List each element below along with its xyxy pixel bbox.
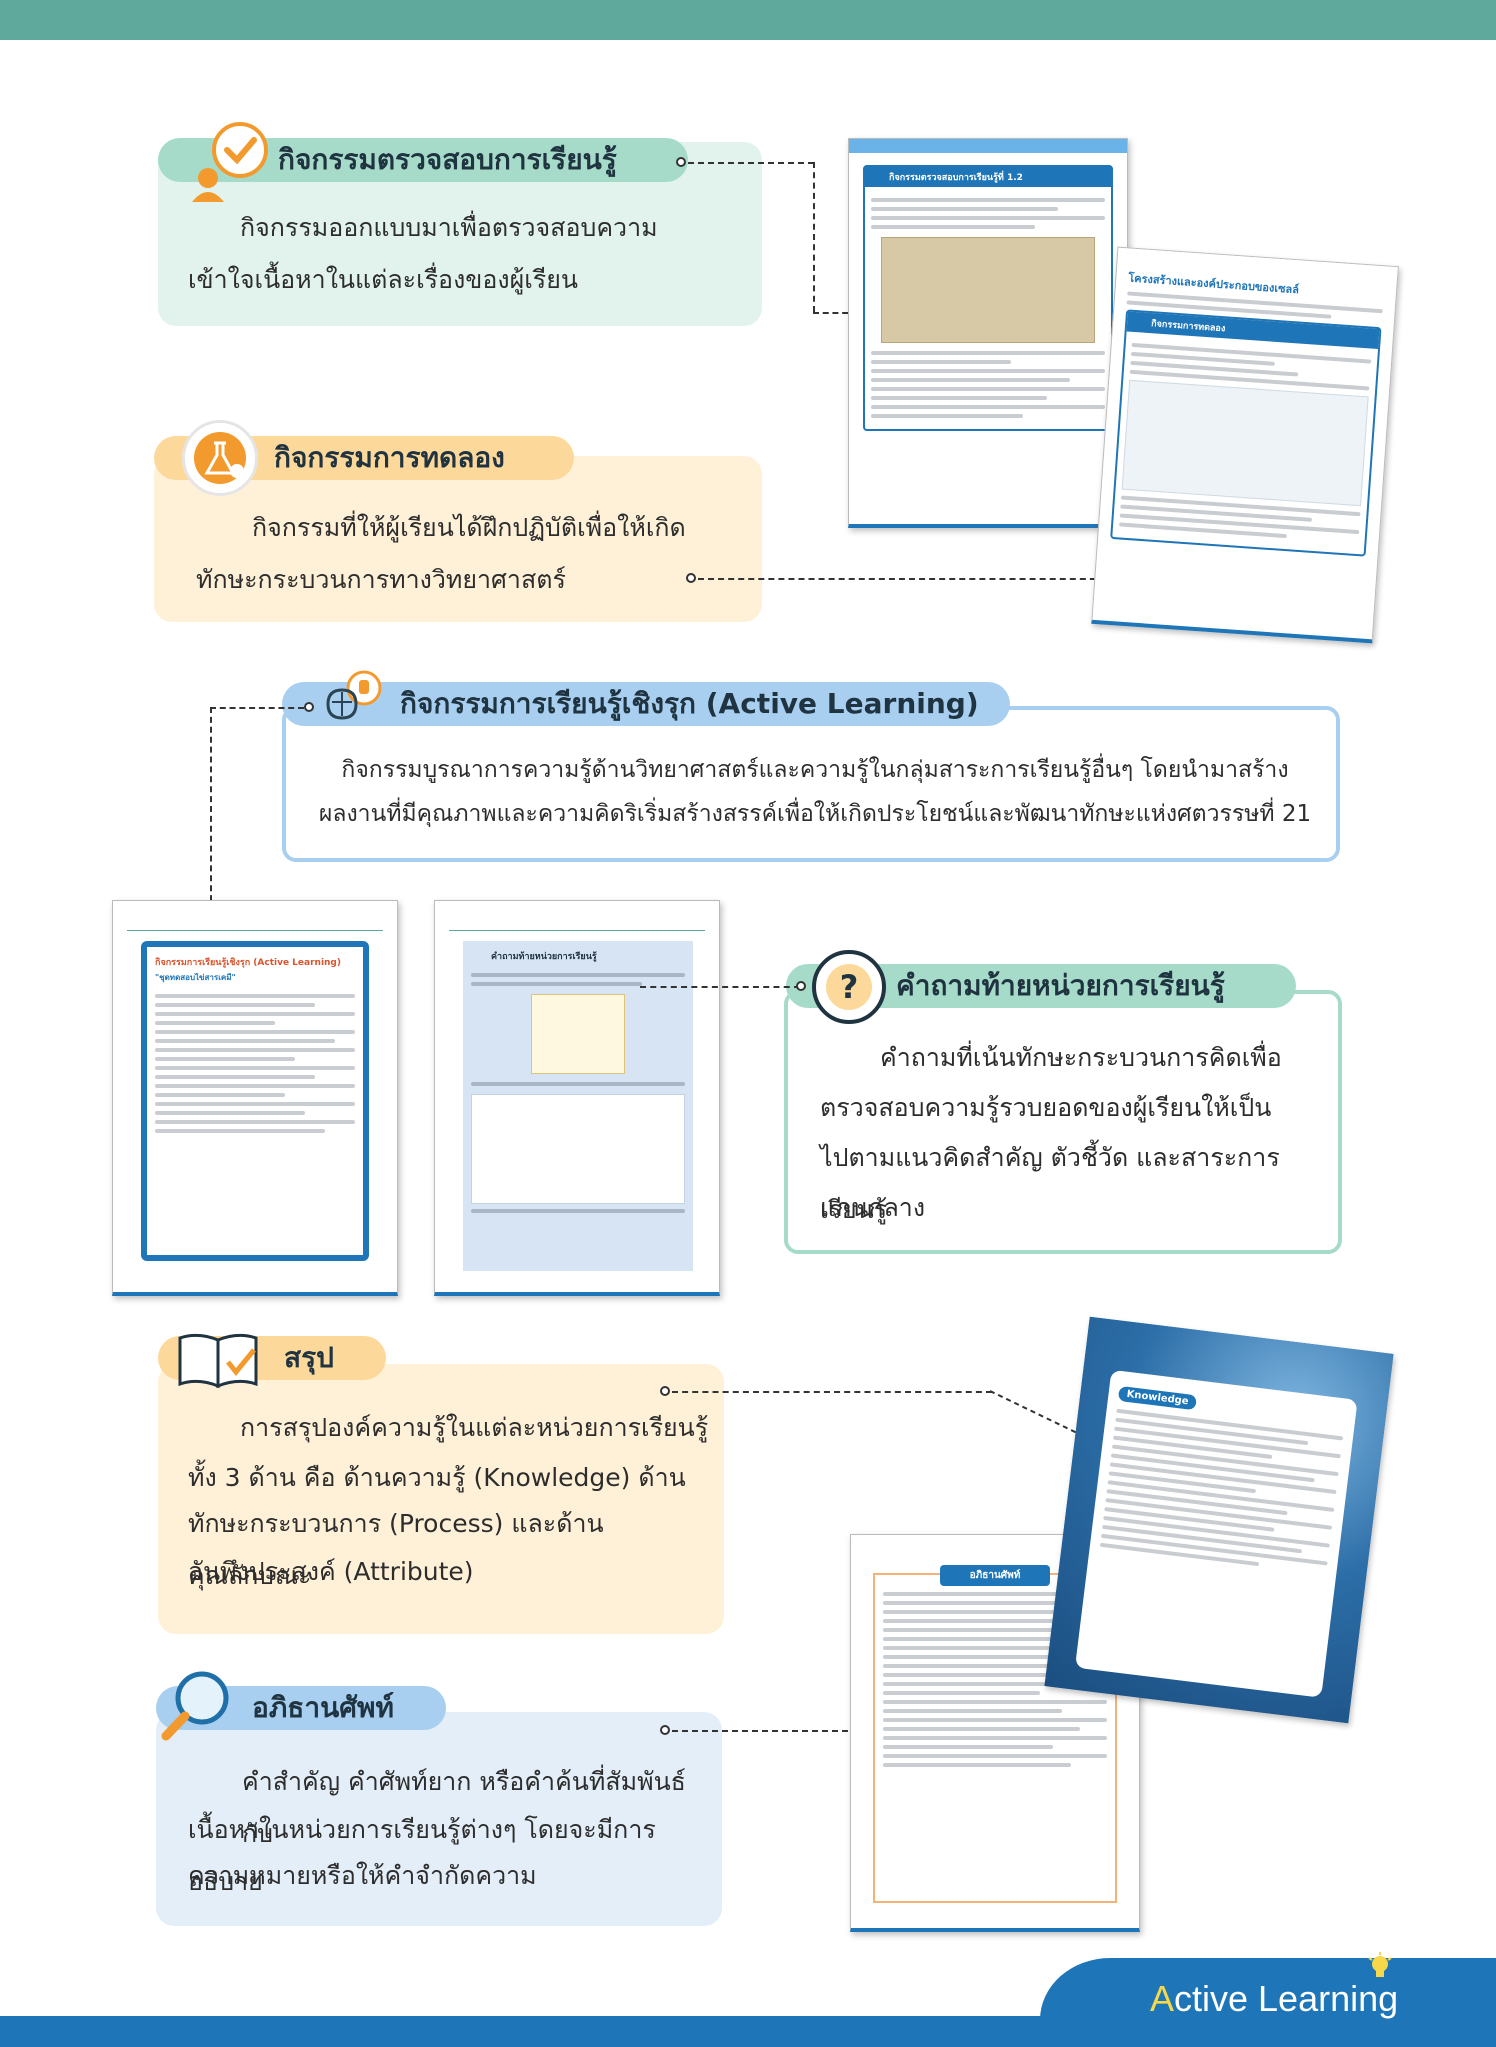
experiment-body-2: ทักษะกระบวนการทางวิทยาศาสตร์ bbox=[196, 565, 566, 594]
questions-section-box bbox=[784, 990, 1342, 1254]
check-body-1: กิจกรรมออกแบบมาเพื่อตรวจสอบความ bbox=[240, 213, 658, 242]
flask-icon bbox=[182, 420, 258, 496]
check-icon bbox=[186, 118, 270, 202]
active-thumb-title: กิจกรรมการเรียนรู้เชิงรุก (Active Learni… bbox=[155, 958, 341, 968]
experiment-title: กิจกรรมการทดลอง bbox=[274, 441, 505, 474]
summary-body-1: การสรุปองค์ความรู้ในแต่ละหน่วยการเรียนรู… bbox=[240, 1413, 709, 1442]
glossary-title: อภิธานศัพท์ bbox=[252, 1691, 394, 1724]
connector-line bbox=[210, 707, 212, 911]
active-body-2: ผลงานที่มีคุณภาพและความคิดริเริ่มสร้างสร… bbox=[318, 801, 1312, 827]
check-title: กิจกรรมตรวจสอบการเรียนรู้ bbox=[278, 143, 617, 176]
connector-dot bbox=[796, 981, 806, 991]
magnifier-icon bbox=[158, 1664, 238, 1744]
active-title-pill: กิจกรรมการเรียนรู้เชิงรุก (Active Learni… bbox=[282, 682, 1010, 726]
active-title: กิจกรรมการเรียนรู้เชิงรุก (Active Learni… bbox=[400, 687, 979, 720]
connector-dot bbox=[304, 702, 314, 712]
check-body-2: เข้าใจเนื้อหาในแต่ละเรื่องของผู้เรียน bbox=[188, 265, 578, 294]
connector-line bbox=[640, 986, 800, 988]
summary-section-box bbox=[158, 1364, 724, 1634]
connector-line bbox=[688, 162, 814, 164]
glossary-thumb-title: อภิธานศัพท์ bbox=[940, 1565, 1050, 1586]
questions-title: คำถามท้ายหน่วยการเรียนรู้ bbox=[896, 969, 1225, 1002]
questions-thumb-title: คำถามท้ายหน่วยการเรียนรู้ bbox=[491, 952, 597, 962]
active-page-thumbnail: กิจกรรมการเรียนรู้เชิงรุก (Active Learni… bbox=[112, 900, 398, 1296]
questions-body-3: ไปตามแนวคิดสำคัญ ตัวชี้วัด และสาระการเรี… bbox=[820, 1143, 1280, 1224]
summary-body-2: ทั้ง 3 ด้าน คือ ด้านความรู้ (Knowledge) … bbox=[188, 1463, 686, 1492]
svg-text:?: ? bbox=[840, 968, 859, 1006]
questions-body-1: คำถามที่เน้นทักษะกระบวนการคิดเพื่อ bbox=[880, 1043, 1282, 1072]
glossary-body-3: ความหมายหรือให้คำจำกัดความ bbox=[188, 1861, 537, 1890]
glossary-body-1: คำสำคัญ คำศัพท์ยาก หรือคำค้นที่สัมพันธ์ก… bbox=[242, 1767, 686, 1848]
questions-page-thumbnail: คำถามท้ายหน่วยการเรียนรู้ bbox=[434, 900, 720, 1296]
connector-dot bbox=[660, 1725, 670, 1735]
experiment-section-box bbox=[154, 456, 762, 622]
bottom-bar bbox=[0, 2016, 1496, 2047]
book-icon bbox=[176, 1330, 262, 1390]
glossary-section-box bbox=[156, 1712, 722, 1926]
connector-line bbox=[672, 1730, 868, 1732]
check-thumb-title: กิจกรรมตรวจสอบการเรียนรู้ที่ 1.2 bbox=[865, 167, 1111, 187]
summary-page-thumbnail: Knowledge bbox=[1044, 1316, 1394, 1724]
connector-line bbox=[672, 1391, 992, 1393]
connector-line bbox=[698, 578, 1116, 580]
summary-body-4: อันพึงประสงค์ (Attribute) bbox=[188, 1557, 474, 1586]
glossary-body-2: เนื้อหาในหน่วยการเรียนรู้ต่างๆ โดยจะมีกา… bbox=[188, 1815, 656, 1896]
connector-dot bbox=[676, 157, 686, 167]
active-body-1: กิจกรรมบูรณาการความรู้ด้านวิทยาศาสตร์และ… bbox=[341, 757, 1289, 783]
connector-dot bbox=[686, 573, 696, 583]
active-section-box bbox=[282, 706, 1340, 862]
brand-logo: Active Learning bbox=[1150, 1978, 1399, 2019]
question-mark-icon: ? bbox=[812, 950, 886, 1024]
connector-dot bbox=[660, 1386, 670, 1396]
questions-body-2: ตรวจสอบความรู้รวบยอดของผู้เรียนให้เป็น bbox=[820, 1093, 1272, 1122]
brand-tab bbox=[1040, 1958, 1496, 2020]
brain-lightbulb-icon bbox=[318, 666, 386, 734]
summary-body-3: ทักษะกระบวนการ (Process) และด้านคุณลักษณ… bbox=[188, 1509, 604, 1590]
experiment-page-thumbnail: โครงสร้างและองค์ประกอบของเซลล์ กิจกรรมกา… bbox=[1091, 246, 1399, 644]
lightbulb-icon bbox=[1368, 1952, 1392, 1977]
connector-line bbox=[813, 162, 815, 312]
summary-title: สรุป bbox=[284, 1341, 334, 1374]
summary-thumb-label: Knowledge bbox=[1117, 1385, 1198, 1411]
top-bar bbox=[0, 0, 1496, 40]
active-thumb-subtitle: "ชุดทดสอบไข่สารเคมี" bbox=[155, 973, 236, 982]
experiment-body-1: กิจกรรมที่ให้ผู้เรียนได้ฝึกปฏิบัติเพื่อใ… bbox=[252, 513, 686, 542]
check-page-thumbnail: กิจกรรมตรวจสอบการเรียนรู้ที่ 1.2 bbox=[848, 138, 1128, 528]
questions-body-4: แกนกลาง bbox=[820, 1193, 926, 1222]
connector-line bbox=[210, 707, 304, 709]
